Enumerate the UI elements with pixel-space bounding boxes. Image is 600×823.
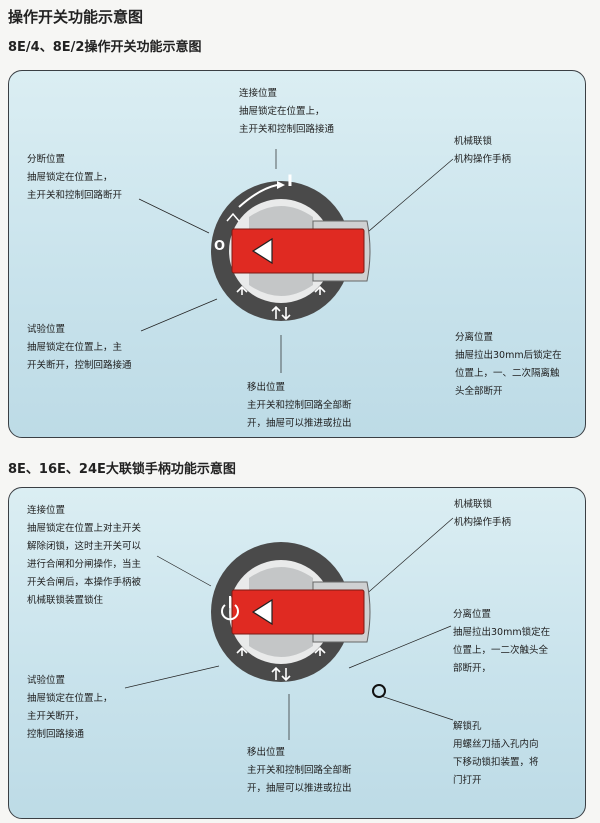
remove-position-label-1: 移出位置 主开关和控制回路全部断 开，抽屉可以推进或拉出 [247,382,352,429]
power-icon [221,596,239,621]
dial-off-mark-1: O [214,239,226,254]
direction-triangle-2 [251,598,273,626]
handle-red-bar-2 [231,589,365,635]
test-position-label-1: 试验位置 抽屉锁定在位置上，主 开关断开，控制回路接通 [27,324,132,371]
break-position-label-1: 分断位置 抽屉锁定在位置上， 主开关和控制回路断开 [27,154,123,201]
test-position-label-2: 试验位置 抽屉锁定在位置上， 主开关断开， 控制回路接通 [27,675,113,740]
remove-position-label-2: 移出位置 主开关和控制回路全部断 开，抽屉可以推进或拉出 [247,747,352,794]
section1-title: 8E/4、8E/2操作开关功能示意图 [8,40,202,55]
connect-position-label-2: 连接位置 抽屉锁定在位置上对主开关 解除闭锁，这时主开关可以 进行合闸和分闸操作… [27,505,142,606]
page-title: 操作开关功能示意图 [8,8,144,26]
switch-dial-illustration-2 [124,517,454,740]
section2-title: 8E、16E、24E大联锁手柄功能示意图 [8,462,236,477]
unlock-hole-label: 解锁孔 用螺丝刀插入孔内向 下移动锁扣装置，将 门打开 [453,721,539,786]
connect-position-label-1: 连接位置 抽屉锁定在位置上， 主开关和控制回路接通 [239,88,335,135]
unlock-hole-icon [372,684,386,698]
dial-on-mark-1: I [287,171,293,190]
switch-dial-2 [211,542,371,682]
handle-red-bar-1 [231,228,365,274]
mech-interlock-label-2: 机械联锁 机构操作手柄 [454,499,512,528]
mech-interlock-label-1: 机械联锁 机构操作手柄 [454,136,512,165]
separate-position-label-1: 分离位置 抽屉拉出30mm后锁定在 位置上，一、二次隔离触 头全部断开 [455,332,562,397]
switch-dial-1 [211,181,371,321]
separate-position-label-2: 分离位置 抽屉拉出30mm锁定在 位置上，一二次触头全 部断开， [453,609,551,674]
switch-diagram-panel-1: I O 连接位置 抽屉锁定在位置上， 主开关和控制回路接通 分断位置 抽屉锁定在… [8,70,586,438]
switch-dial-illustration-1 [138,149,454,373]
switch-diagram-panel-2: 连接位置 抽屉锁定在位置上对主开关 解除闭锁，这时主开关可以 进行合闸和分闸操作… [8,487,586,819]
direction-triangle-1 [251,237,273,265]
